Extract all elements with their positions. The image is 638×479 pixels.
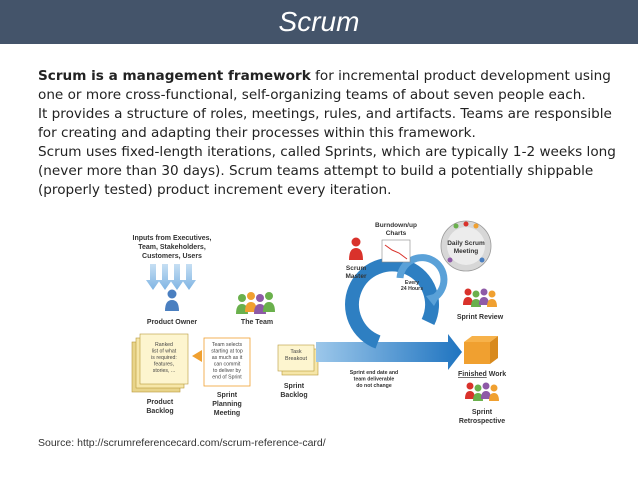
product-backlog-line-1: Product (147, 399, 174, 406)
sprint-planning-line-1: Sprint (217, 392, 238, 399)
product-owner-icon (165, 289, 179, 311)
task-breakout-line-2: Breakout (285, 356, 307, 362)
inputs-line-3: Customers, Users (142, 253, 202, 260)
scrum-master-line-2: Master (346, 273, 367, 280)
ranked-line-5: stories, ... (153, 368, 176, 374)
sprint-length-line-1: 1-4 Week (367, 309, 397, 316)
sprint-retrospective-label: Sprint Retrospective (459, 409, 505, 425)
team-label: The Team (241, 319, 273, 326)
sprint-backlog-label: Sprint Backlog (280, 383, 307, 399)
inputs-line-2: Team, Stakeholders, (138, 244, 206, 251)
finished-work-box (464, 336, 498, 364)
sprint-cycle-loop (345, 257, 439, 349)
ranked-line-4: features, (154, 362, 174, 368)
burndown-chart-icon (381, 239, 411, 263)
task-breakout-stack (277, 344, 319, 376)
daily-scrum-label: Daily Scrum Meeting (447, 240, 485, 255)
burndown-line-1: Burndown/up (375, 222, 417, 229)
sprint-end-line-1: Sprint end date and (350, 370, 398, 376)
sprint-planning-line-2: Planning (212, 401, 242, 408)
daily-scrum-circle (440, 220, 492, 272)
product-owner-label: Product Owner (147, 319, 197, 326)
team-selects-line-3: as much as it (212, 355, 243, 361)
svg-text:Finished Work: Finished Work (458, 371, 506, 378)
team-selects-line-1: Team selects (212, 342, 243, 348)
ranked-line-1: Ranked (155, 342, 173, 348)
sprint-retrospective-icon (465, 382, 499, 401)
every-24-line-2: 24 Hours (401, 286, 423, 292)
sprint-end-line-2: team deliverable (354, 377, 395, 383)
team-selects-line-4: can commit (214, 362, 241, 368)
intro-rest: for incremental product development usin… (38, 68, 611, 103)
intro-paragraph: Scrum is a management framework for incr… (38, 67, 618, 105)
daily-cycle-arrowhead (426, 292, 442, 306)
scrum-master-label: Scrum Master (346, 265, 367, 280)
finished-label: Finished (458, 371, 487, 378)
body-text: Scrum is a management framework for incr… (38, 67, 618, 200)
daily-cycle-loop (396, 254, 448, 301)
structure-paragraph: It provides a structure of roles, meetin… (38, 106, 612, 141)
scrum-master-icon (349, 237, 363, 260)
sprint-backlog-line-2: Backlog (280, 392, 307, 399)
product-backlog-line-2: Backlog (146, 408, 173, 415)
slide-title: Scrum (278, 6, 360, 37)
retrospective-line-2: Retrospective (459, 418, 505, 425)
sprint-end-line-3: do not change (356, 383, 392, 389)
team-selects-text: Team selects starting at top as much as … (211, 342, 243, 381)
work-label: Work (487, 371, 506, 378)
title-bar (0, 0, 638, 44)
every-24-hours-label: Every 24 Hours (401, 280, 423, 292)
sprint-backlog-line-1: Sprint (284, 383, 305, 390)
sprint-planning-line-3: Meeting (214, 410, 240, 417)
intro-bold: Scrum is a management framework (38, 68, 311, 84)
sprint-paragraph: Scrum uses fixed-length iterations, call… (38, 144, 616, 198)
product-backlog-label: Product Backlog (146, 399, 174, 415)
team-icon (236, 292, 275, 314)
sprint-review-icon (463, 288, 497, 307)
sprint-end-note: Sprint end date and team deliverable do … (350, 370, 398, 389)
ranked-list-text: Ranked list of what is required: feature… (151, 342, 177, 374)
inputs-line-1: Inputs from Executives, (133, 235, 212, 242)
daily-scrum-line-1: Daily Scrum (447, 240, 485, 247)
every-24-line-1: Every (405, 280, 419, 286)
daily-scrum-line-2: Meeting (454, 248, 479, 255)
scrum-master-line-1: Scrum (346, 265, 366, 272)
team-selects-line-2: starting at top (211, 349, 243, 355)
source-citation: Source: http://scrumreferencecard.com/sc… (38, 437, 326, 449)
burndown-label: Burndown/up Charts (375, 222, 417, 237)
team-selects-line-6: end of Sprint (212, 375, 242, 381)
ranked-line-2: list of what (152, 349, 177, 355)
team-selects-box (192, 337, 251, 387)
burndown-line-2: Charts (386, 230, 407, 237)
retrospective-line-1: Sprint (472, 409, 493, 416)
finished-work-label: Finished Work (458, 371, 506, 378)
sprint-review-label: Sprint Review (457, 314, 504, 321)
sprint-arrow (316, 334, 462, 370)
task-breakout-line-1: Task (290, 349, 302, 355)
ranked-line-3: is required: (151, 355, 177, 361)
sprint-length-line-2: Sprint (372, 318, 393, 325)
sprint-planning-label: Sprint Planning Meeting (212, 392, 242, 417)
product-backlog-stack (131, 333, 189, 393)
inputs-label: Inputs from Executives, Team, Stakeholde… (133, 235, 212, 260)
sprint-length-label: 1-4 Week Sprint (367, 309, 397, 325)
scrum-diagram: Inputs from Executives, Team, Stakeholde… (131, 220, 506, 425)
input-funnel-arrows (146, 264, 196, 290)
task-breakout-text: Task Breakout (285, 349, 307, 362)
team-selects-line-5: to deliver by (213, 368, 241, 374)
